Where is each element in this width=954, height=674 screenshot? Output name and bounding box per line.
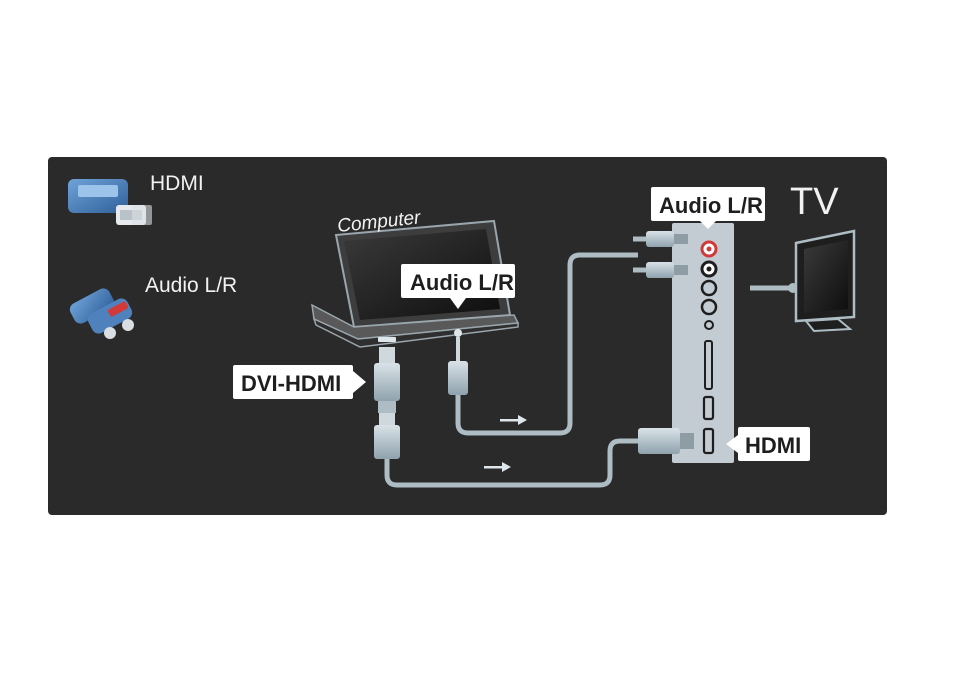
- connection-diagram-panel: HDMI Audio L/R: [48, 157, 887, 515]
- tv-audio-label: Audio L/R: [659, 193, 763, 218]
- dvi-hdmi-label: DVI-HDMI: [241, 371, 341, 396]
- tv-hdmi-label: HDMI: [745, 433, 801, 458]
- hdmi-flow-arrow-line: [484, 466, 502, 469]
- dvi-hdmi-plug: [374, 347, 400, 459]
- computer-audio-label: Audio L/R: [410, 270, 514, 295]
- connection-diagram: HDMI Audio L/R: [48, 157, 887, 515]
- hdmi-flow-arrow-head: [502, 462, 511, 472]
- tv-illustration: [796, 231, 854, 331]
- flow-arrows: [484, 415, 527, 472]
- computer-audio-plug: [448, 337, 468, 395]
- laptop-audio-port: [454, 329, 462, 337]
- legend-hdmi-icon: [68, 179, 152, 225]
- legend-audio-label: Audio L/R: [145, 274, 237, 297]
- hdmi-cable: [387, 441, 638, 485]
- tv-connector-strip: [672, 223, 734, 463]
- laptop-dvi-port: [378, 337, 396, 342]
- legend-audio-icon: [67, 286, 134, 339]
- tv-title: TV: [790, 181, 839, 223]
- audio-flow-arrow-head: [518, 415, 527, 425]
- legend-hdmi-label: HDMI: [150, 172, 204, 195]
- audio-flow-arrow-line: [500, 419, 518, 422]
